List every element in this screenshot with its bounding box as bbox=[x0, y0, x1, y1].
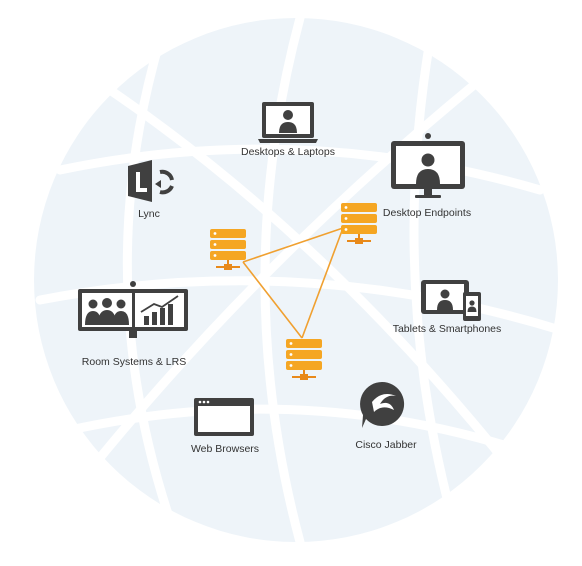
server-links bbox=[242, 227, 344, 339]
link-right-bottom bbox=[301, 227, 344, 339]
browser-window-icon bbox=[194, 398, 254, 436]
label-cisco-jabber: Cisco Jabber bbox=[355, 439, 417, 451]
room-system-icon bbox=[78, 281, 188, 338]
label-lync: Lync bbox=[138, 208, 160, 220]
label-tablets-smartphones: Tablets & Smartphones bbox=[392, 323, 502, 335]
label-desktop-endpoints: Desktop Endpoints bbox=[382, 207, 472, 219]
tablet-phone-icon bbox=[421, 280, 481, 321]
label-web-browsers: Web Browsers bbox=[190, 443, 260, 455]
label-room-systems: Room Systems & LRS bbox=[81, 356, 187, 368]
label-desktops-laptops: Desktops & Laptops bbox=[241, 146, 335, 158]
server-left bbox=[210, 229, 246, 270]
link-left-right bbox=[242, 227, 344, 263]
laptop-user-icon bbox=[258, 102, 318, 143]
server-stack-icon bbox=[286, 339, 322, 380]
link-bottom-left bbox=[242, 261, 303, 339]
video-endpoint-icon bbox=[391, 133, 465, 198]
lync-logo-icon bbox=[128, 160, 174, 202]
server-stack-icon bbox=[341, 203, 377, 244]
globe-background bbox=[34, 13, 565, 547]
jabber-logo-icon bbox=[360, 381, 405, 428]
server-right bbox=[341, 203, 377, 244]
server-stack-icon bbox=[210, 229, 246, 270]
server-bottom bbox=[286, 339, 322, 380]
